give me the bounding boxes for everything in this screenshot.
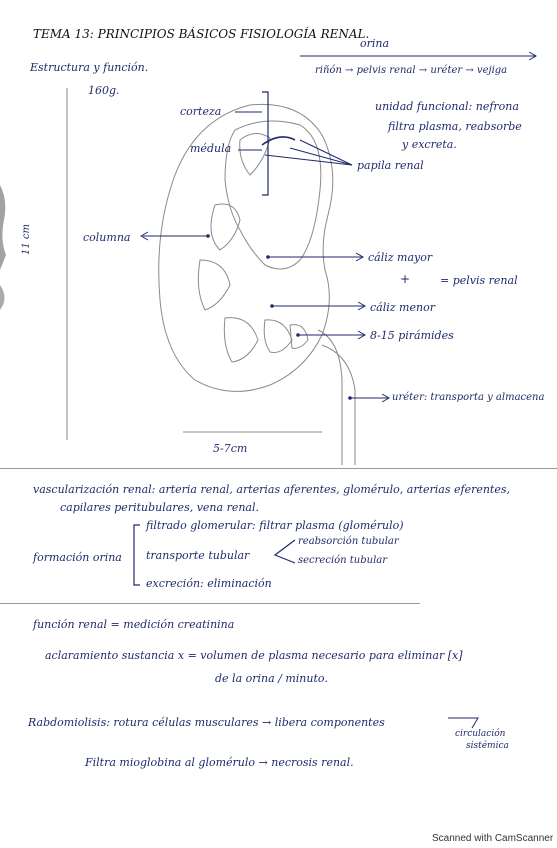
papila-line-3 bbox=[264, 154, 353, 166]
label-corteza: corteza bbox=[180, 105, 222, 118]
pyramid-4 bbox=[223, 317, 259, 363]
pyramid-6 bbox=[289, 324, 309, 349]
pyramid-3 bbox=[197, 259, 231, 311]
scan-shadow bbox=[0, 185, 6, 270]
kidney-height: 11 cm bbox=[21, 224, 32, 255]
excrecion-text: excreción: eliminación bbox=[146, 577, 272, 590]
formacion-brace bbox=[133, 524, 140, 586]
kidney-weight: 160g. bbox=[88, 84, 120, 97]
rabdo-line-2: Filtra mioglobina al glomérulo → necrosi… bbox=[85, 756, 354, 769]
cortex-bracket bbox=[262, 91, 269, 196]
secrecion-text: secreción tubular bbox=[298, 555, 388, 566]
label-plus: + bbox=[400, 272, 411, 286]
papilla-dark bbox=[261, 136, 296, 146]
funcion-line-1: función renal = medición creatinina bbox=[33, 618, 235, 631]
urine-flow-text: riñón → pelvis renal → uréter → vejiga bbox=[315, 65, 508, 76]
label-caliz-mayor: cáliz mayor bbox=[368, 251, 433, 264]
papila-line-1 bbox=[289, 147, 353, 166]
scan-shadow-lower bbox=[0, 285, 5, 310]
filtrado-text: filtrado glomerular: filtrar plasma (glo… bbox=[146, 519, 404, 532]
label-columna: columna bbox=[83, 231, 131, 244]
transporte-text: transporte tubular bbox=[146, 549, 250, 562]
rabdo-target-2: sistémica bbox=[466, 741, 509, 751]
transporte-brace bbox=[273, 539, 296, 564]
section-subtitle: Estructura y función. bbox=[30, 61, 149, 74]
funcion-line-2: aclaramiento sustancia x = volumen de pl… bbox=[45, 649, 463, 662]
vascular-line-1: vascularización renal: arteria renal, ar… bbox=[33, 483, 511, 496]
papila-line-2 bbox=[299, 139, 353, 166]
label-papila: papila renal bbox=[357, 159, 424, 172]
nefrona-line-1: unidad funcional: nefrona bbox=[375, 100, 519, 113]
camscanner-watermark: Scanned with CamScanner bbox=[432, 833, 554, 844]
divider-1 bbox=[0, 468, 557, 469]
label-caliz-menor: cáliz menor bbox=[370, 301, 435, 314]
label-ureter: uréter: transporta y almacena bbox=[392, 392, 545, 403]
kidney-width: 5-7cm bbox=[213, 442, 248, 455]
columna-arrowhead bbox=[139, 231, 149, 241]
label-pelvis: = pelvis renal bbox=[440, 274, 518, 287]
medulla-outline bbox=[224, 120, 322, 270]
orina-label: orina bbox=[360, 37, 390, 50]
pyramid-5 bbox=[263, 319, 293, 353]
rabdo-target-1: circulación bbox=[455, 729, 506, 739]
rabdo-line-1: Rabdomiolisis: rotura células musculares… bbox=[28, 716, 385, 729]
pyramid-1 bbox=[239, 133, 271, 176]
formacion-label: formación orina bbox=[33, 551, 122, 564]
label-piramides: 8-15 pirámides bbox=[370, 329, 454, 342]
funcion-line-3: de la orina / minuto. bbox=[215, 672, 328, 685]
kidney-outline bbox=[158, 103, 334, 392]
columna-dot bbox=[206, 234, 210, 238]
page-title: TEMA 13: PRINCIPIOS BÁSICOS FISIOLOGÍA R… bbox=[33, 27, 370, 41]
vascular-line-2: capilares peritubulares, vena renal. bbox=[60, 501, 259, 514]
pyramid-2 bbox=[210, 203, 241, 251]
rabdo-arrow-2 bbox=[448, 717, 479, 729]
reabsorcion-text: reabsorción tubular bbox=[298, 536, 399, 547]
label-medula: médula bbox=[190, 142, 232, 155]
ureter-tube-2 bbox=[321, 344, 356, 465]
nefrona-line-2: filtra plasma, reabsorbe bbox=[388, 120, 522, 133]
ureter-tube bbox=[317, 329, 343, 465]
divider-2 bbox=[0, 603, 420, 604]
nefrona-line-3: y excreta. bbox=[402, 138, 457, 151]
